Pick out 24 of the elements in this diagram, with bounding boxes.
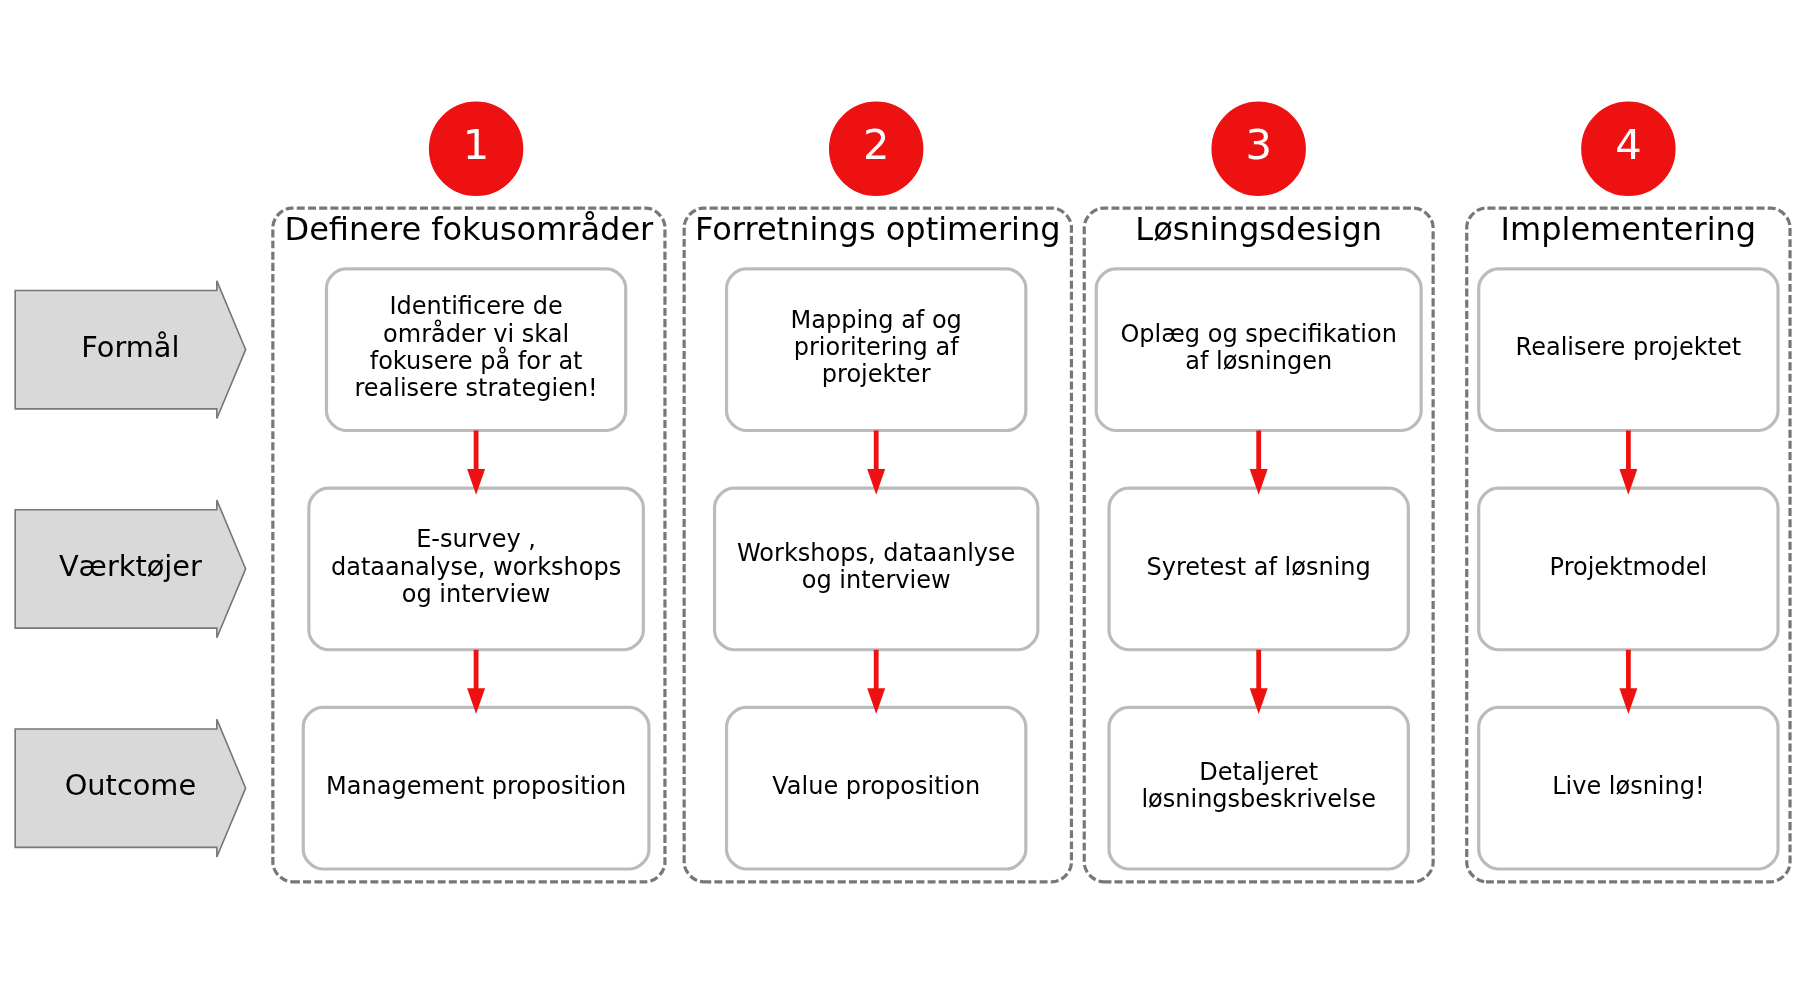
- node-box: Syretest af løsning: [1107, 486, 1410, 651]
- arrow: [867, 649, 886, 714]
- arrow: [467, 430, 486, 495]
- arrow: [1249, 430, 1268, 495]
- node-box: Identificere de områder vi skal fokusere på for at realisere strategien!: [324, 266, 628, 432]
- node-box: Realisere projektet: [1477, 266, 1780, 432]
- node-box: Management proposition: [301, 705, 651, 871]
- arrow: [1619, 649, 1638, 714]
- node-box: Projektmodel: [1477, 486, 1780, 651]
- node-circle: 3: [1211, 101, 1306, 196]
- arrow: [867, 430, 886, 495]
- node-circle: 1: [428, 101, 524, 196]
- arrow: [1619, 430, 1638, 495]
- node-box: Detaljeret løsningsbeskrivelse: [1107, 705, 1410, 871]
- node-box: Mapping af og prioritering af projekter: [724, 266, 1028, 432]
- node-box: Value proposition: [724, 705, 1028, 871]
- node-circle: 2: [829, 101, 924, 196]
- node-box: E-survey , dataanalyse, workshops og interview: [307, 486, 645, 651]
- node-box: Oplæg og specifikation af løsningen: [1094, 266, 1423, 432]
- node-box: Workshops, dataanlyse og interview: [712, 486, 1040, 651]
- arrow: [467, 649, 486, 714]
- arrow: [1249, 649, 1268, 714]
- node-circle: 4: [1581, 101, 1676, 196]
- node-box: Live løsning!: [1477, 705, 1780, 871]
